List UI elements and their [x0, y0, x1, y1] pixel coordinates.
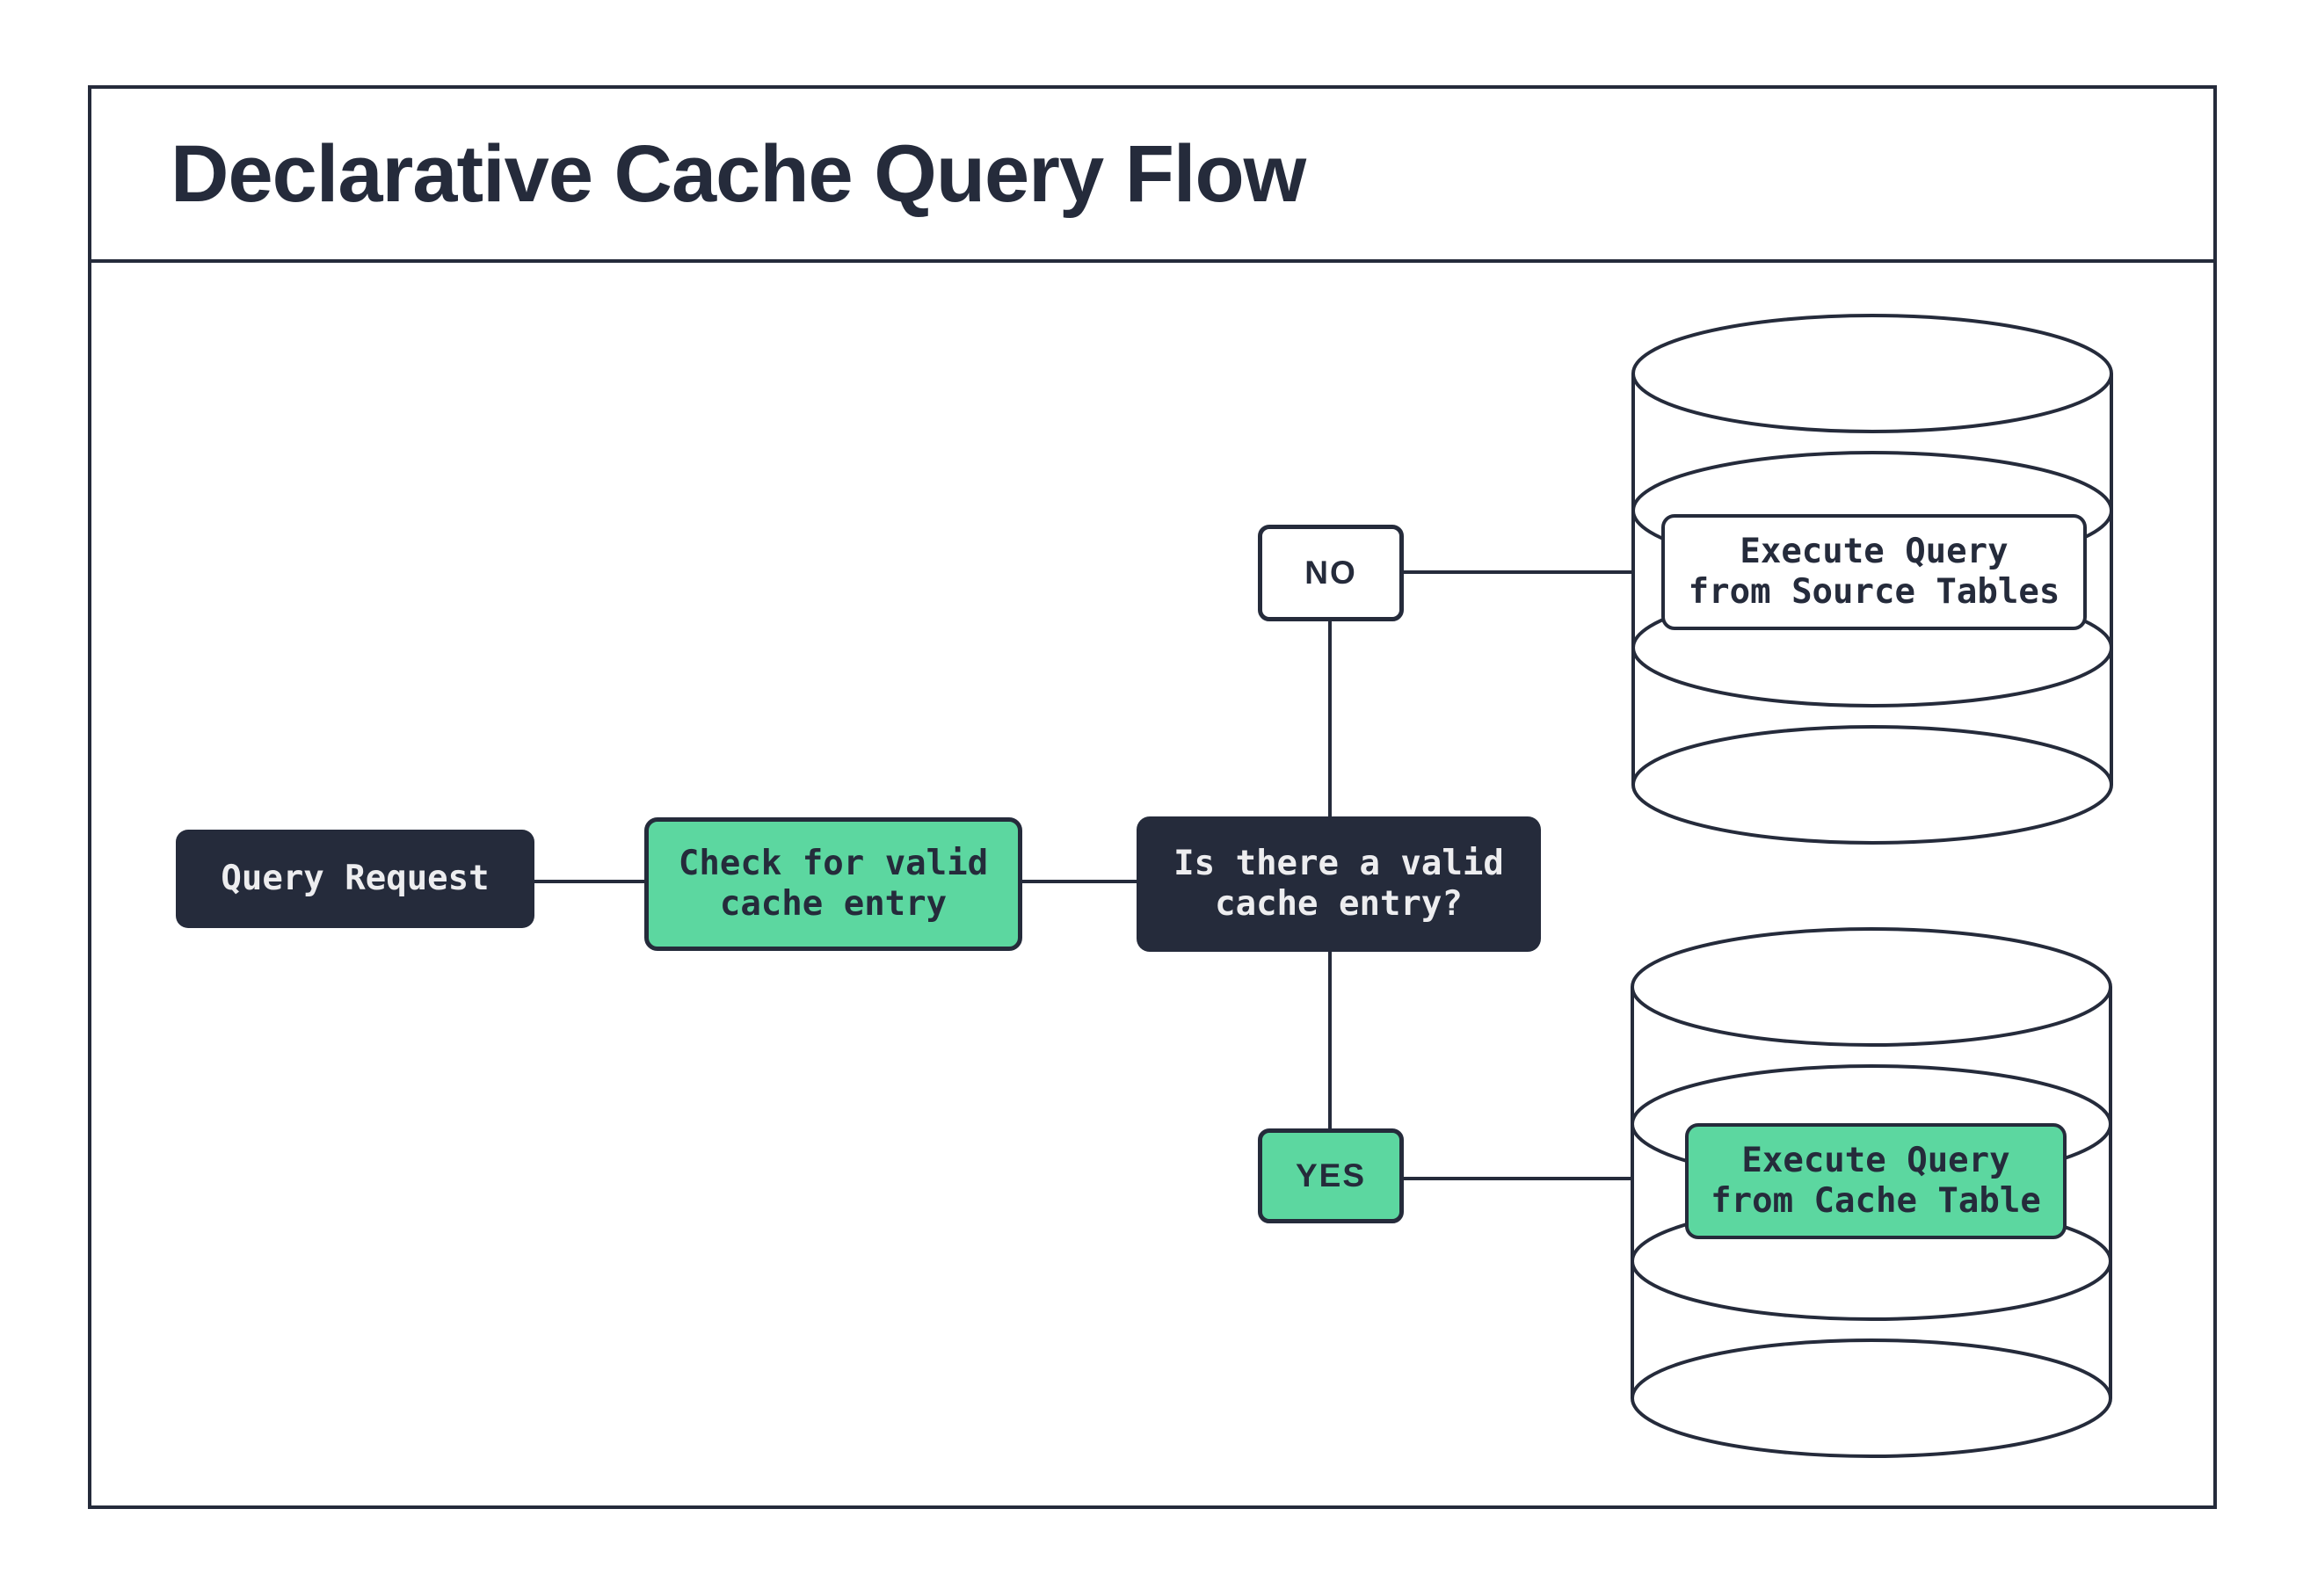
connector-yes-to-cache-db	[1404, 1177, 1631, 1180]
node-branch-yes: YES	[1258, 1128, 1404, 1223]
node-execute-cache: Execute Query from Cache Table	[1685, 1123, 2067, 1239]
node-decision: Is there a valid cache entry?	[1137, 816, 1541, 952]
node-check-cache: Check for valid cache entry	[644, 817, 1022, 951]
title-bar: Declarative Cache Query Flow	[91, 89, 2213, 263]
node-execute-source-label: Execute Query from Source Tables	[1688, 531, 2060, 612]
connector-check-to-decision	[1022, 880, 1137, 883]
node-query-request: Query Request	[176, 830, 534, 928]
node-decision-label: Is there a valid cache entry?	[1173, 843, 1504, 924]
connector-no-to-source-db	[1404, 570, 1632, 574]
page-title: Declarative Cache Query Flow	[171, 128, 1306, 219]
node-branch-no: NO	[1258, 525, 1404, 621]
connector-decision-to-yes	[1328, 951, 1332, 1129]
branch-yes-label: YES	[1295, 1157, 1367, 1194]
connector-query-to-check	[534, 880, 644, 883]
node-execute-source: Execute Query from Source Tables	[1661, 514, 2087, 630]
branch-no-label: NO	[1304, 555, 1357, 591]
node-execute-cache-label: Execute Query from Cache Table	[1711, 1140, 2041, 1221]
node-query-request-label: Query Request	[221, 858, 490, 898]
node-check-cache-label: Check for valid cache entry	[678, 843, 989, 924]
connector-decision-to-no	[1328, 620, 1332, 817]
